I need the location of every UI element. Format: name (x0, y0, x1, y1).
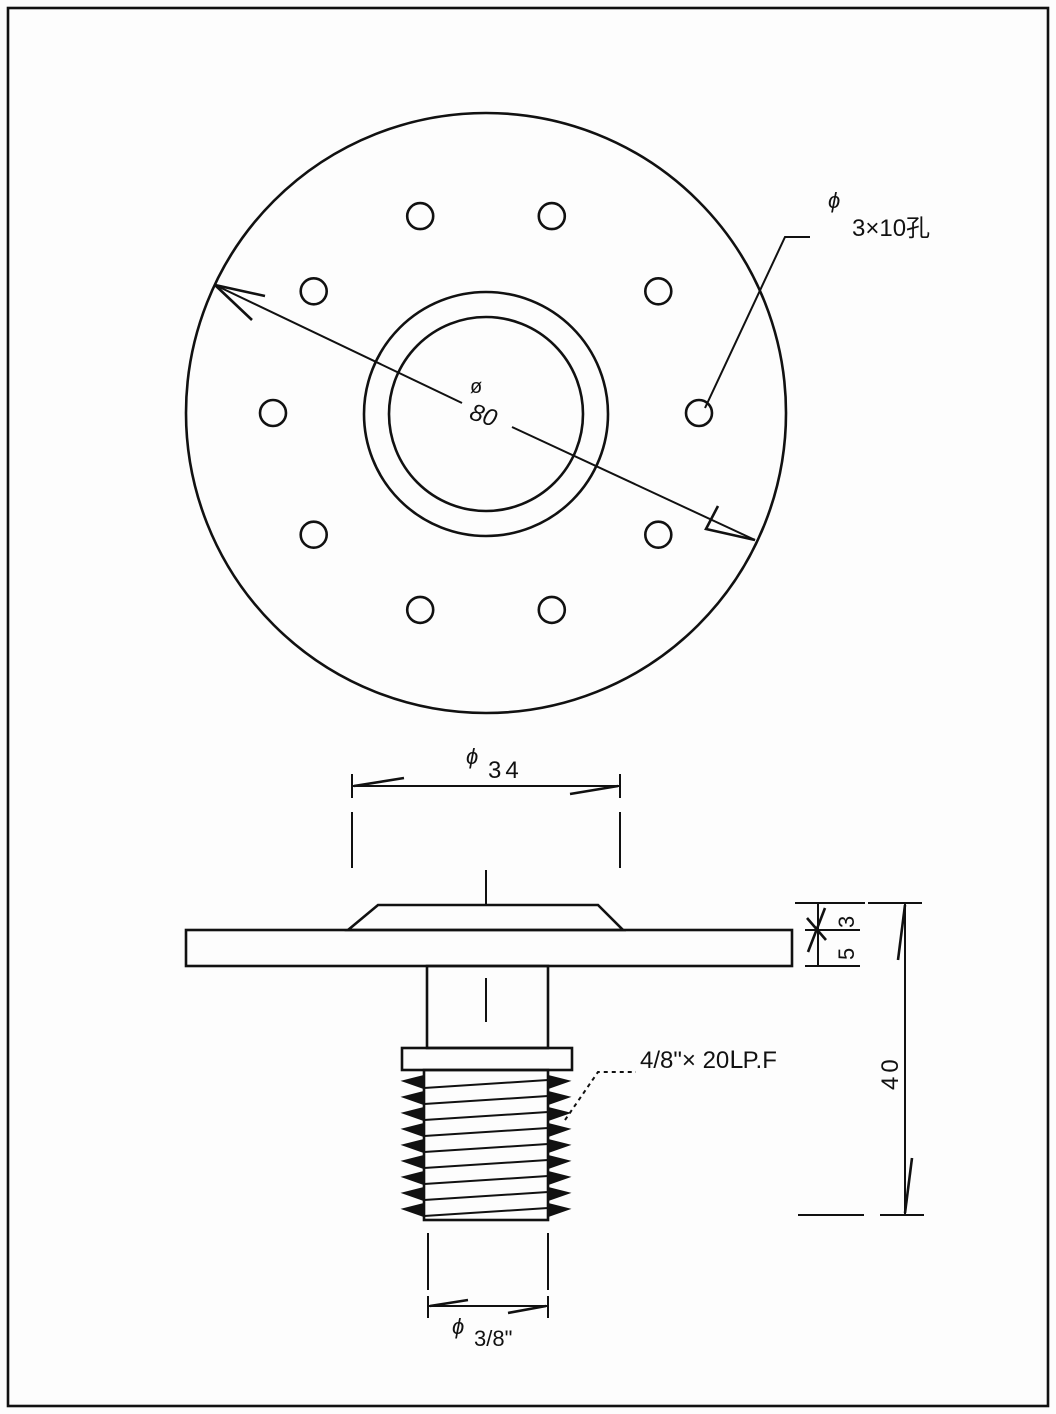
hex-nut (400, 1046, 574, 1072)
thread-tooth (400, 1203, 425, 1217)
dimension-40: 40 (798, 902, 924, 1216)
thread-leader: 4/8"× 20ᒪP.F (564, 1047, 777, 1121)
diameter-80-dimension: ø 80 (214, 283, 756, 542)
thread-tooth (547, 1075, 572, 1089)
boss-diameter-label: 34 (488, 757, 523, 784)
thread-tooth (400, 1123, 425, 1137)
thread-tooth (400, 1171, 425, 1185)
thread-tooth (400, 1187, 425, 1201)
thread-line (423, 1191, 549, 1201)
mounting-hole (405, 201, 435, 231)
thread-line (423, 1159, 549, 1169)
thread-tooth (400, 1091, 425, 1105)
thread-tooth (400, 1107, 425, 1121)
flange-outer-circle (184, 111, 788, 715)
thread-tooth (547, 1123, 572, 1137)
thread-tooth (547, 1187, 572, 1201)
thread-tooth (547, 1091, 572, 1105)
dim-plate-thickness: 5 (834, 948, 859, 960)
mounting-hole (643, 520, 673, 550)
thread-label: 4/8"× 20ᒪP.F (640, 1047, 777, 1074)
thread-tooth (547, 1139, 572, 1153)
mounting-hole (537, 201, 567, 231)
thread-tooth (547, 1155, 572, 1169)
dimension-3-8: ϕ 3/8" (427, 1233, 549, 1351)
boss-profile (344, 903, 627, 932)
thread-tooth (547, 1203, 572, 1217)
dim-total-height: 40 (877, 1055, 904, 1090)
thread-tooth (547, 1171, 572, 1185)
flange-plate (184, 928, 794, 968)
hole-pattern (258, 201, 714, 625)
dim-boss-height: 3 (834, 916, 859, 928)
thread-line (423, 1079, 549, 1089)
thread-teeth (400, 1075, 572, 1217)
holes-leader: ϕ 3×10孔 (704, 188, 930, 409)
thread-tooth (547, 1107, 572, 1121)
thread-line (423, 1175, 549, 1185)
mounting-hole (405, 595, 435, 625)
thread-tooth (400, 1075, 425, 1089)
dimension-34: ϕ 34 (351, 744, 621, 868)
thread-line (423, 1111, 549, 1121)
side-view: ϕ 34 4/8"× 20ᒪP.F 3 5 (184, 744, 924, 1351)
diameter-80-label: 80 (466, 399, 500, 433)
thread-line (423, 1143, 549, 1153)
dimension-5-3: 3 5 (795, 902, 865, 967)
boss-diameter-symbol: ϕ (466, 744, 478, 769)
thread-line (423, 1095, 549, 1105)
mounting-hole (299, 520, 329, 550)
thread-line (423, 1207, 549, 1217)
bore-circle (387, 315, 585, 513)
thread-tooth (400, 1139, 425, 1153)
mounting-hole (537, 595, 567, 625)
top-view: ø 80 ϕ 3×10孔 (184, 111, 930, 715)
thread-tooth (400, 1155, 425, 1169)
mounting-hole (643, 276, 673, 306)
mounting-hole (258, 398, 288, 428)
mounting-hole (299, 276, 329, 306)
mounting-hole (684, 398, 714, 428)
shaft (425, 964, 550, 1050)
bore-diameter-label: 3/8" (474, 1326, 512, 1351)
holes-label: 3×10孔 (852, 215, 930, 242)
diameter-symbol: ø (470, 376, 482, 398)
bore-diameter-symbol: ϕ (452, 1314, 464, 1339)
sheet-border (6, 6, 1050, 1408)
boss-outer-circle (362, 290, 610, 538)
holes-diameter-symbol: ϕ (828, 188, 840, 213)
thread-line (423, 1127, 549, 1137)
